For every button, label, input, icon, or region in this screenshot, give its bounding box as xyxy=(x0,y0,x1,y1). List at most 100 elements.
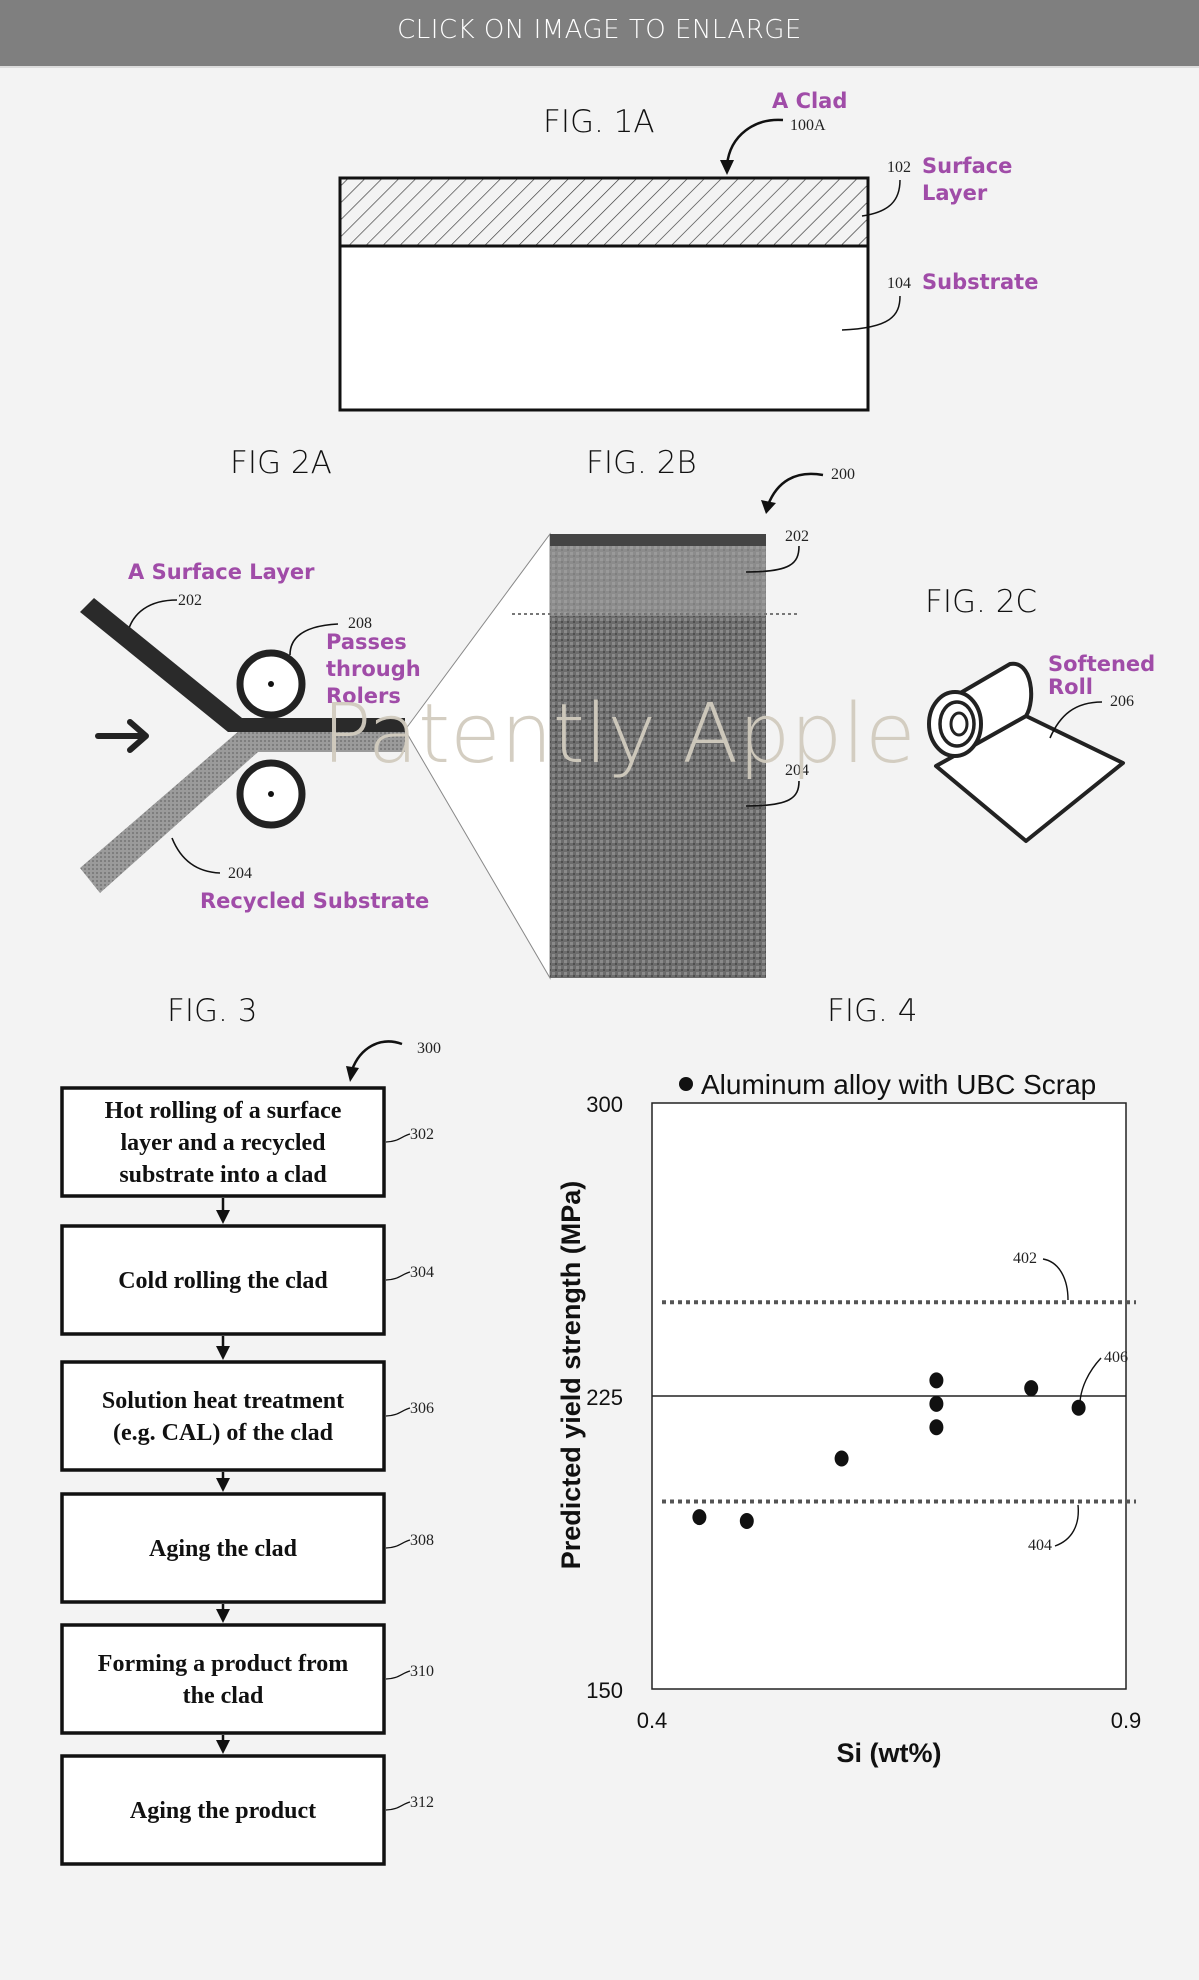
legend-marker-icon xyxy=(679,1077,693,1091)
surface-leader-line xyxy=(861,179,901,217)
enlarge-banner-label: CLICK ON IMAGE TO ENLARGE xyxy=(397,15,802,45)
ref-label-406: 406 xyxy=(1104,1349,1128,1366)
surface-layer-block xyxy=(338,176,870,248)
flow-step-leader xyxy=(385,1271,411,1281)
fig-3: FIG. 3 300 Hot rolling of a surface layer… xyxy=(60,993,441,1866)
flow-step: Solution heat treatment(e.g. CAL) of the… xyxy=(60,1360,434,1472)
flow-arrowhead-icon xyxy=(216,1478,230,1492)
data-point xyxy=(739,1513,754,1530)
clad-ref: 100A xyxy=(790,117,826,134)
data-point xyxy=(692,1509,707,1526)
clad-arrowhead-icon xyxy=(720,160,734,175)
flow-step-text: layer and a recycled xyxy=(120,1130,326,1156)
flow-step-leader xyxy=(385,1801,411,1811)
flow-step-box xyxy=(60,1623,386,1735)
roll-leader xyxy=(1049,701,1103,739)
leader-404 xyxy=(1054,1504,1079,1547)
flow-step-ref: 312 xyxy=(410,1794,434,1811)
feed-direction-arrow-icon xyxy=(95,719,149,753)
fig-1a: FIG. 1A A Clad 100A 102 Surface Layer 10… xyxy=(338,89,1038,412)
ref-label-402: 402 xyxy=(1013,1250,1037,1267)
surface-label-1: Surface xyxy=(922,154,1012,178)
data-point xyxy=(1024,1380,1039,1397)
surface-ref: 102 xyxy=(887,159,911,176)
fig-4-title: FIG. 4 xyxy=(827,993,917,1029)
surface-label-2: Layer xyxy=(922,181,988,205)
substrate-label: Substrate xyxy=(922,270,1038,294)
recycled-substrate-ref: 204 xyxy=(228,865,252,882)
surface-layer-strip xyxy=(80,598,405,732)
watermark: Patently Apple xyxy=(322,687,916,782)
flow-step-ref: 306 xyxy=(410,1400,434,1417)
data-point xyxy=(929,1419,944,1436)
roller-label-2: through xyxy=(326,657,421,681)
fig-2b: FIG. 2B 200 202 204 xyxy=(512,445,855,978)
clad-label: A Clad xyxy=(772,89,847,113)
enlarge-banner[interactable]: CLICK ON IMAGE TO ENLARGE xyxy=(0,0,1199,66)
roll-ref: 206 xyxy=(1110,693,1134,710)
x-axis-label: Si (wt%) xyxy=(837,1738,942,1768)
y-tick-225: 225 xyxy=(586,1385,623,1410)
fig-3-ref: 300 xyxy=(417,1040,441,1057)
fig-2b-substrate-leader xyxy=(745,780,800,807)
recycled-substrate-label: Recycled Substrate xyxy=(200,889,429,913)
x-tick-0-4: 0.4 xyxy=(637,1708,668,1733)
flow-step-ref: 302 xyxy=(410,1126,434,1143)
fig-2b-substrate-ref: 204 xyxy=(785,762,809,779)
y-tick-150: 150 xyxy=(586,1678,623,1703)
flow-step-text: Solution heat treatment xyxy=(102,1388,344,1414)
flow-step-box xyxy=(60,1360,386,1472)
flow-step-ref: 308 xyxy=(410,1532,434,1549)
fig-3-title: FIG. 3 xyxy=(167,993,257,1029)
fig-2a: FIG 2A A Surface Layer 202 208 Passes th… xyxy=(80,445,429,913)
flow-step-text: Aging the product xyxy=(130,1798,316,1824)
substrate-block xyxy=(338,244,870,412)
flow-arrowhead-icon xyxy=(216,1346,230,1360)
x-tick-0-9: 0.9 xyxy=(1111,1708,1142,1733)
data-point xyxy=(1071,1399,1086,1416)
micrograph-surface-zone xyxy=(550,546,766,616)
flow-step-leader xyxy=(385,1133,411,1143)
surface-layer-ref: 202 xyxy=(178,592,202,609)
fig-3-arrowhead-icon xyxy=(346,1066,359,1082)
bottom-roller-axle xyxy=(268,791,274,797)
flow-step: Aging the clad 308 xyxy=(60,1492,434,1604)
flow-arrowhead-icon xyxy=(216,1740,230,1754)
clad-arrow-icon xyxy=(725,118,784,166)
flow-arrowhead-icon xyxy=(216,1609,230,1623)
recycled-substrate-leader xyxy=(171,837,221,874)
fig-2b-ref: 200 xyxy=(831,466,855,483)
flow-step: Aging the product 312 xyxy=(60,1754,434,1866)
top-roller-axle xyxy=(268,681,274,687)
fig-2b-arrowhead-icon xyxy=(761,500,776,514)
roll-label-1: Softened xyxy=(1048,652,1155,676)
flow-step-leader xyxy=(385,1670,411,1680)
leader-406 xyxy=(1079,1357,1102,1403)
legend-label: Aluminum alloy with UBC Scrap xyxy=(701,1069,1096,1100)
surface-layer-leader xyxy=(126,599,178,636)
recycled-substrate-strip xyxy=(80,730,405,893)
y-axis-label: Predicted yield strength (MPa) xyxy=(556,1181,586,1570)
flow-step-text: Aging the clad xyxy=(149,1536,298,1562)
fig-2b-surface-leader xyxy=(745,545,800,573)
roller-label-3: Rolers xyxy=(326,684,401,708)
y-tick-300: 300 xyxy=(586,1092,623,1117)
ref-label-404: 404 xyxy=(1028,1537,1052,1554)
substrate-leader-line xyxy=(841,295,901,331)
fig-4: FIG. 4 Aluminum alloy with UBC Scrap 300… xyxy=(556,993,1141,1768)
fig-2b-title: FIG. 2B xyxy=(586,445,697,481)
flow-step-box xyxy=(60,1224,386,1336)
flow-step: Hot rolling of a surface layer and a recy… xyxy=(60,1086,434,1198)
flow-step-leader xyxy=(385,1539,411,1549)
fig-3-arrow-icon xyxy=(350,1040,403,1071)
softened-roll-icon xyxy=(927,661,1125,843)
roller-leader xyxy=(289,623,339,656)
fig-2c-title: FIG. 2C xyxy=(925,584,1037,620)
roll-label-2: Roll xyxy=(1048,675,1093,699)
roller-ref: 208 xyxy=(348,615,372,632)
data-point xyxy=(929,1372,944,1389)
flow-step-box xyxy=(60,1754,386,1866)
flow-step-text: Hot rolling of a surface xyxy=(105,1098,342,1124)
